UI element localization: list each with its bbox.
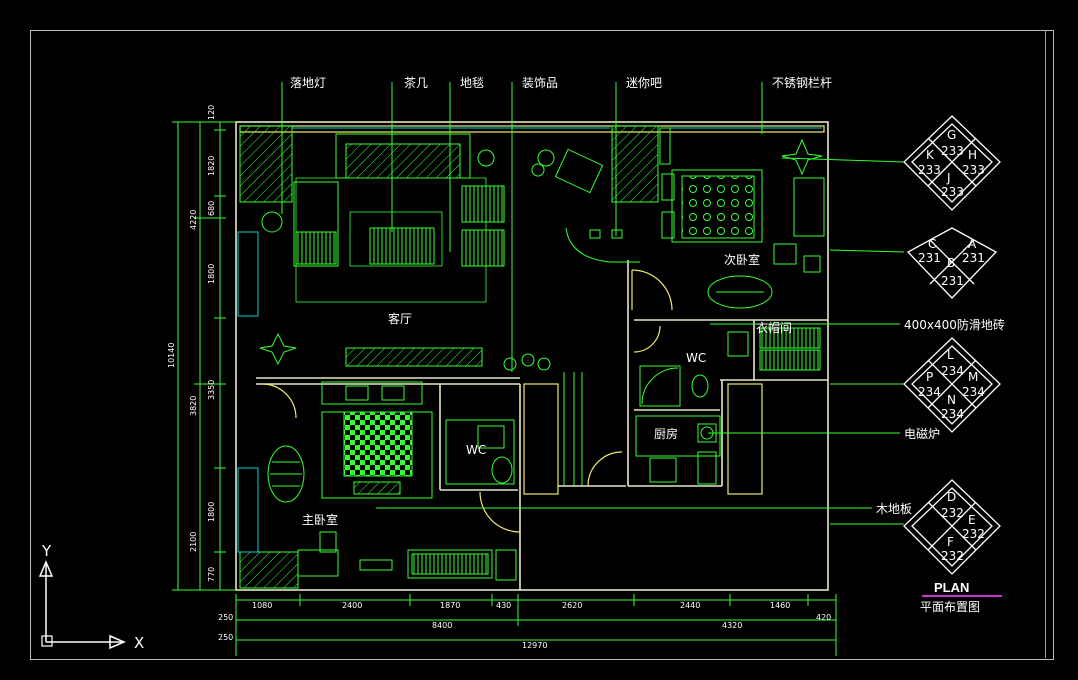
dim-bottom-2: 4320 [722, 621, 742, 630]
tag-2-n-right: 231 [962, 251, 985, 265]
dim-left-2: 4220 [189, 210, 198, 230]
callout-wood-floor: 木地板 [876, 502, 912, 516]
callout-floor-lamp: 落地灯 [290, 76, 326, 90]
room-wc-2: WC [466, 443, 486, 457]
tag-3-n-right: 234 [962, 385, 985, 399]
tag-1-right: H [968, 148, 977, 162]
dim-bottom-2: 8400 [432, 621, 452, 630]
dim-bottom: 2400 [342, 601, 362, 610]
ucs-x-label: X [134, 634, 144, 652]
tag-3-n-top: 234 [941, 364, 964, 378]
room-wc-1: WC [686, 351, 706, 365]
tag-2-n-left: 231 [918, 251, 941, 265]
plan-title: PLAN [934, 580, 969, 595]
dim-left: 120 [207, 105, 216, 120]
elevation-tag-2 [906, 227, 998, 299]
tag-1-n-right: 233 [962, 163, 985, 177]
tag-1-left: K [926, 148, 935, 162]
dim-bottom: 1080 [252, 601, 272, 610]
ucs-y-label: Y [41, 542, 52, 560]
tag-2-top: C [928, 237, 936, 251]
room-cloak: 衣帽间 [756, 320, 792, 335]
tag-3-n-left: 234 [918, 385, 941, 399]
master-bed-furniture [267, 381, 517, 581]
callout-coffee-table: 茶几 [404, 75, 428, 90]
dim-bottom: 1460 [770, 601, 790, 610]
second-bed-furniture [661, 138, 825, 309]
dimension-lines [172, 121, 837, 656]
room-living: 客厅 [388, 311, 412, 326]
callout-railing: 不锈钢栏杆 [772, 75, 832, 90]
dim-left: 1820 [207, 156, 216, 176]
tag-2-right: A [968, 237, 977, 251]
tag-4-top: D [947, 490, 956, 504]
frame-edge [1045, 30, 1046, 658]
room-second-bed: 次卧室 [724, 252, 760, 267]
drawing-frame [30, 30, 1054, 660]
leader-lines [281, 82, 905, 525]
dim-bottom: 420 [816, 613, 831, 622]
dim-left: 1800 [207, 502, 216, 522]
tag-1-bottom: J [946, 171, 951, 185]
dim-left-2: 2100 [189, 532, 198, 552]
tag-3-right: M [968, 370, 978, 384]
tag-2-n-bottom: 231 [941, 274, 964, 288]
elevation-tag-1 [903, 115, 1001, 211]
dim-bottom: 1870 [440, 601, 460, 610]
dim-bottom-side: 250 [218, 613, 233, 622]
dim-left: 3350 [207, 380, 216, 400]
plan-subtitle: 平面布置图 [920, 600, 980, 614]
dim-bottom-total: 12970 [522, 641, 547, 650]
tag-1-n-left: 233 [918, 163, 941, 177]
dim-bottom-side: 250 [218, 633, 233, 642]
dim-left-2: 3820 [189, 396, 198, 416]
callout-carpet: 地毯 [460, 76, 484, 90]
tag-4-right: E [968, 513, 976, 527]
tag-1-n-bottom: 233 [941, 185, 964, 199]
tag-3-bottom: N [947, 393, 956, 407]
dim-left-total: 10140 [167, 343, 176, 368]
tag-2-center: B [947, 256, 955, 270]
tag-4-n-top: 232 [941, 506, 964, 520]
tag-3-n-bottom: 234 [941, 407, 964, 421]
tag-4-bottom: F [947, 535, 954, 549]
dim-bottom: 2440 [680, 601, 700, 610]
dim-bottom: 2620 [562, 601, 582, 610]
tag-1-top: G [947, 128, 956, 142]
callout-tiles: 400x400防滑地砖 [904, 317, 1005, 332]
walls [235, 121, 829, 591]
room-kitchen: 厨房 [654, 426, 678, 441]
tag-3-left: P [926, 370, 933, 384]
service-rooms [445, 327, 821, 485]
elevation-tag-3 [903, 337, 1001, 433]
dim-left: 1800 [207, 264, 216, 284]
living-furniture [259, 127, 671, 371]
callout-mini-bar: 迷你吧 [626, 76, 662, 90]
tag-4-n-bottom: 232 [941, 549, 964, 563]
tag-3-top: L [947, 348, 954, 362]
tag-1-n-top: 233 [941, 144, 964, 158]
dim-left: 680 [207, 201, 216, 216]
elevation-tag-4 [903, 479, 1001, 575]
dim-left: 770 [207, 567, 216, 582]
ucs-axes-icon [38, 560, 126, 650]
room-master: 主卧室 [302, 512, 338, 527]
tag-4-n-right: 232 [962, 527, 985, 541]
dim-bottom: 430 [496, 601, 511, 610]
callout-induction: 电磁炉 [904, 426, 940, 441]
callout-decor: 装饰品 [522, 76, 558, 90]
